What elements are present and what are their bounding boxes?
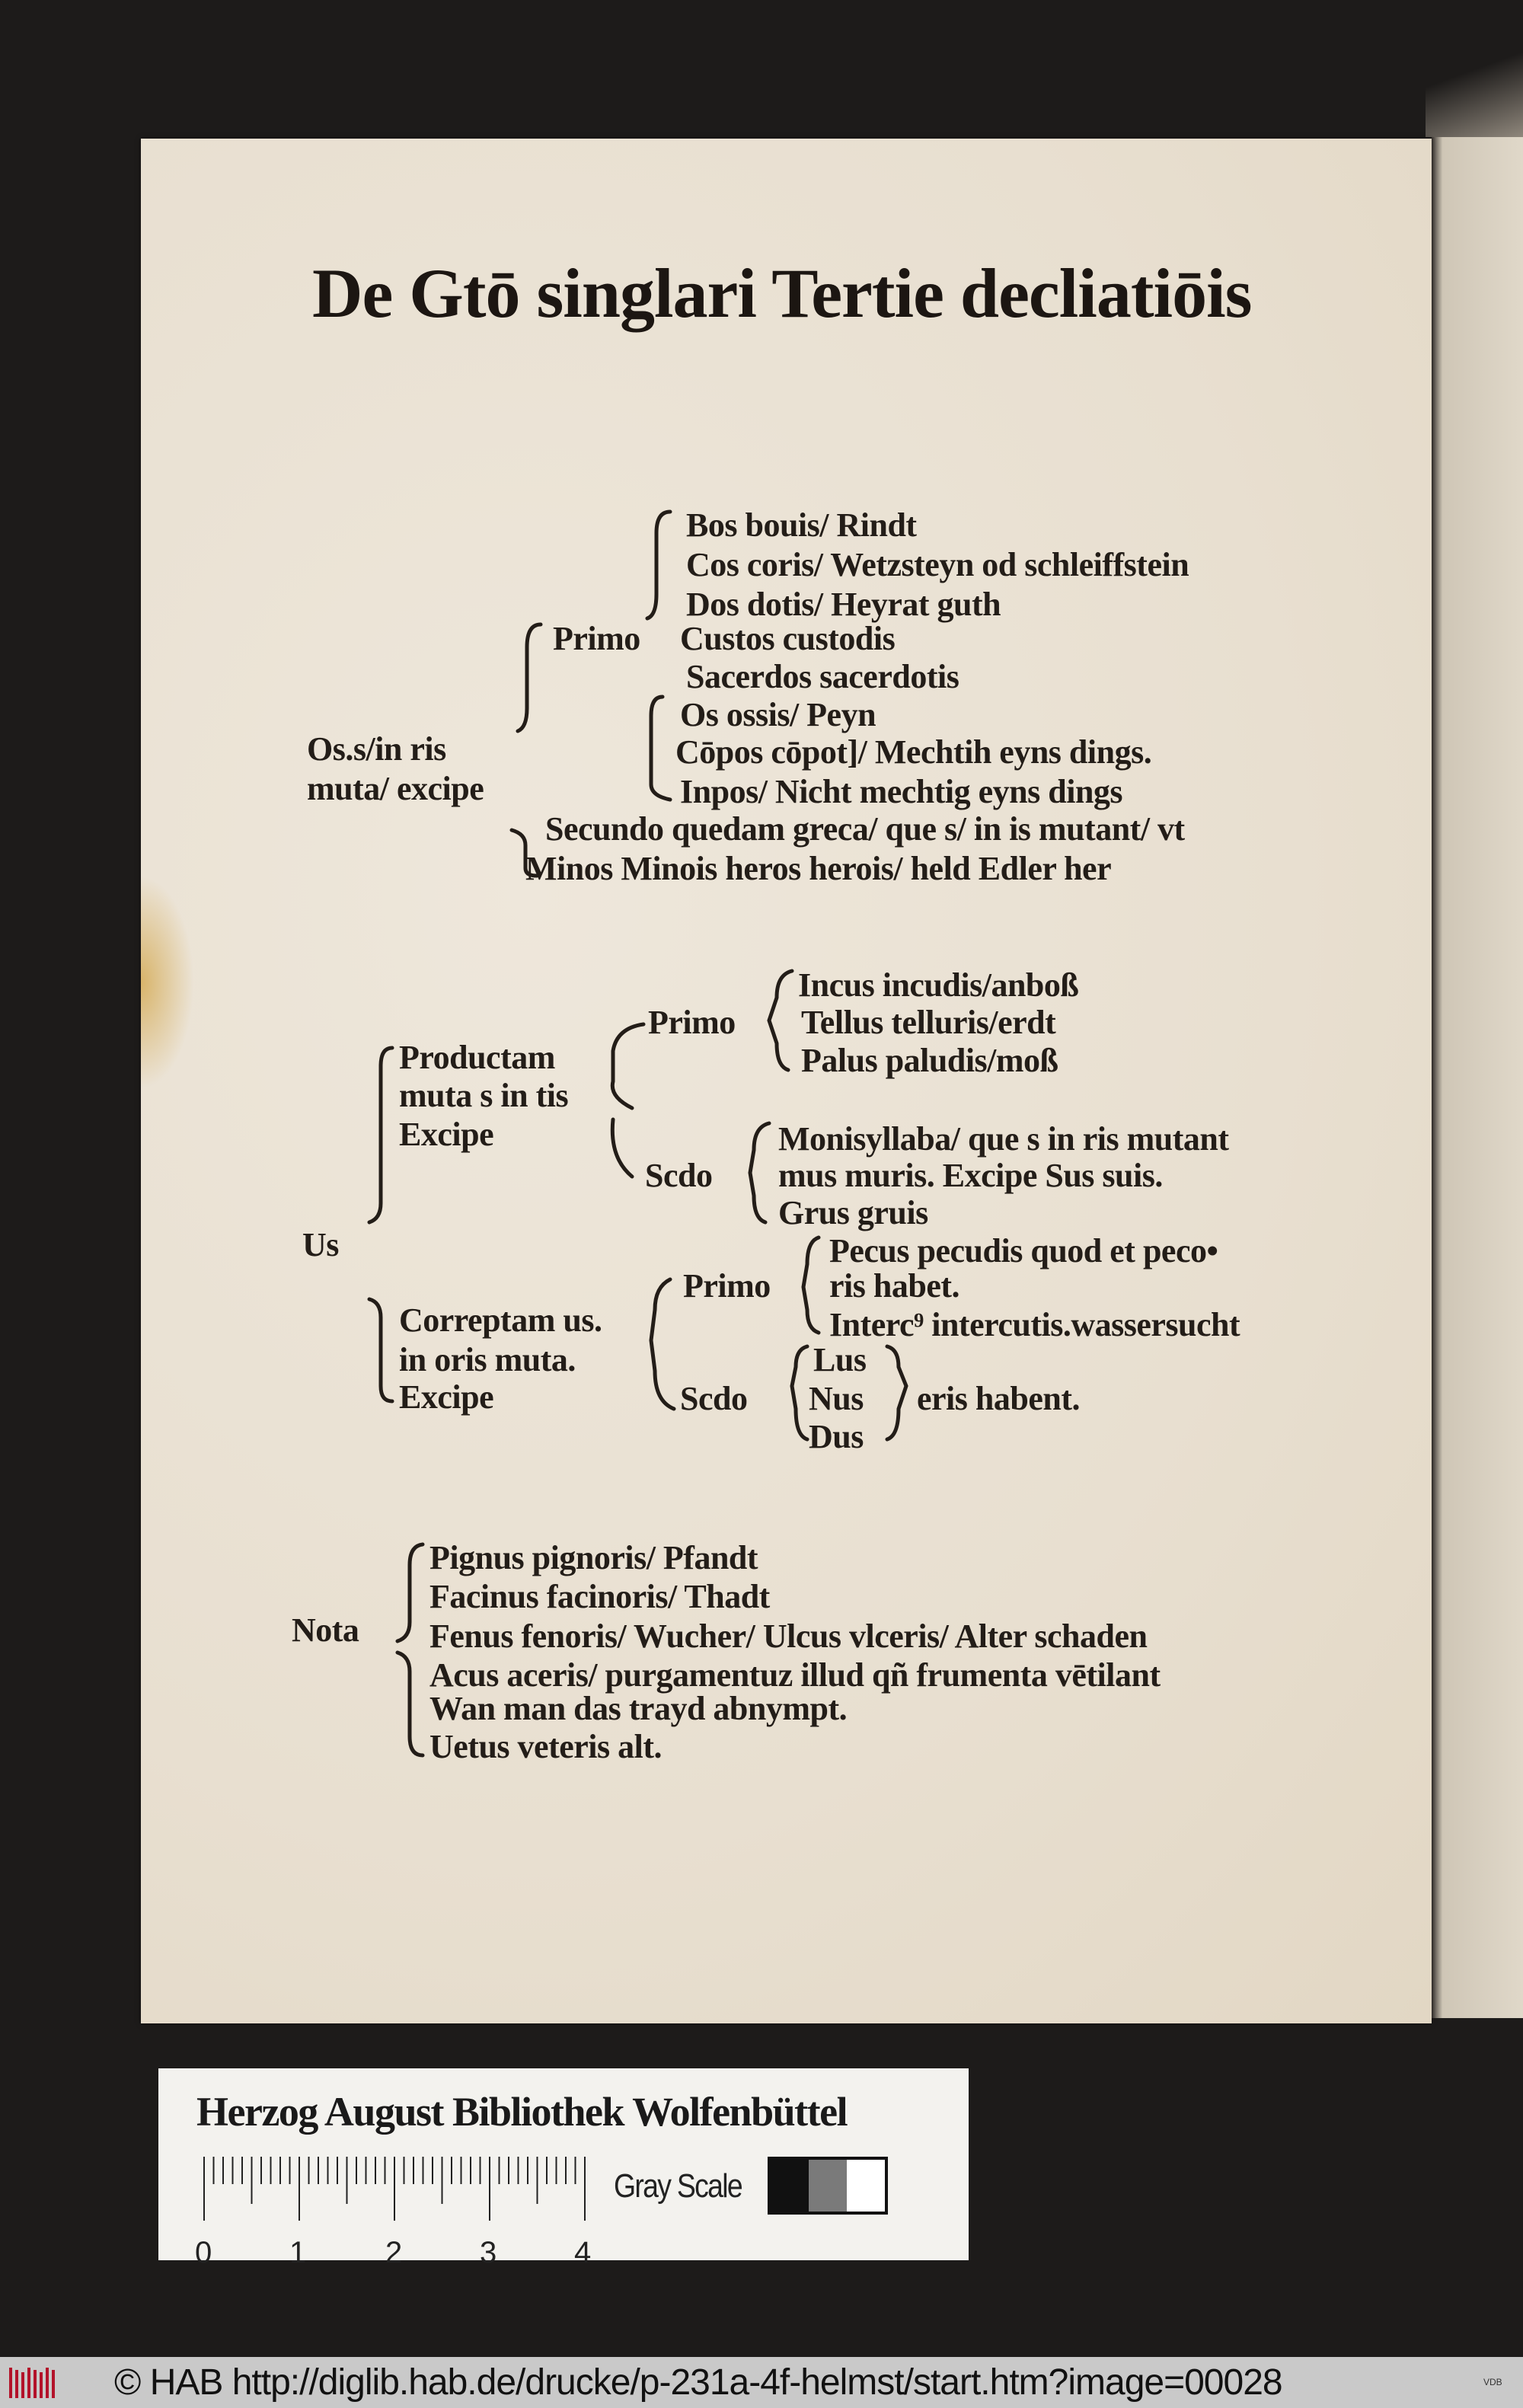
page-title: De Gtō singlari Tertie decliatiōis: [312, 254, 1252, 332]
logo-stripe: [34, 2370, 37, 2398]
text-line: Fenus fenoris/ Wucher/ Ulcus vlceris/ Al…: [429, 1618, 1148, 1655]
section1-label: Os.s/in ris: [307, 730, 446, 768]
primo-label: Primo: [683, 1267, 771, 1305]
paper-stain: [141, 876, 194, 1089]
nota-label: Nota: [292, 1611, 359, 1649]
primo-label: Primo: [648, 1004, 736, 1041]
correpta-line: in oris muta.: [399, 1341, 576, 1378]
ruler-number: 2: [385, 2236, 403, 2269]
ruler-number: 3: [480, 2236, 497, 2269]
text-line: ris habet.: [829, 1267, 960, 1305]
primo-label: Primo: [553, 620, 640, 657]
logo-stripe: [52, 2370, 55, 2398]
text-line: Secundo quedam greca/ que s/ in is mutan…: [545, 810, 1185, 848]
text-line: Lus: [813, 1341, 867, 1378]
text-line: Grus gruis: [778, 1194, 928, 1231]
scdo-label: Scdo: [645, 1157, 713, 1194]
producta-line: Productam: [399, 1039, 555, 1076]
producta-line: muta s in tis: [399, 1077, 569, 1114]
library-label-card: Herzog August Bibliothek Wolfenbüttel 0 …: [158, 2068, 969, 2269]
section1-label: muta/ excipe: [307, 770, 484, 807]
grayscale-swatch: [768, 2157, 888, 2215]
text-line: Monisyllaba/ que s in ris mutant: [778, 1120, 1229, 1158]
text-line: Os ossis/ Peyn: [680, 696, 876, 733]
text-line: Wan man das trayd abnympt.: [429, 1690, 848, 1727]
scdo-label: Scdo: [680, 1380, 748, 1417]
text-line: Pignus pignoris/ Pfandt: [429, 1539, 758, 1576]
us-label: Us: [302, 1226, 339, 1263]
text-line: Minos Minois heros herois/ held Edler he…: [525, 850, 1112, 887]
text-line: Incus incudis/anboß: [798, 966, 1079, 1004]
text-line: Uetus veteris alt.: [429, 1728, 663, 1765]
text-line: mus muris. Excipe Sus suis.: [778, 1157, 1163, 1194]
text-line: Custos custodis: [680, 620, 896, 657]
text-line: Sacerdos sacerdotis: [686, 658, 959, 695]
background-corner: [1426, 30, 1523, 137]
library-name: Herzog August Bibliothek Wolfenbüttel: [196, 2089, 848, 2135]
text-line: Interc⁹ intercutis.wassersucht: [829, 1306, 1240, 1343]
swatch-white: [847, 2160, 885, 2212]
logo-stripe: [27, 2368, 30, 2398]
footer-code: VDB: [1483, 2377, 1502, 2387]
footer-bar: © HAB http://diglib.hab.de/drucke/p-231a…: [0, 2357, 1523, 2408]
text-line: Nus: [809, 1380, 864, 1417]
ruler-scale: [203, 2157, 586, 2221]
logo-stripe: [40, 2372, 43, 2398]
text-line: Palus paludis/moß: [801, 1042, 1058, 1079]
hab-logo-icon: [9, 2368, 55, 2398]
text-line: Tellus telluris/erdt: [801, 1004, 1056, 1041]
producta-line: Excipe: [399, 1116, 494, 1153]
text-line: Pecus pecudis quod et peco•: [829, 1232, 1218, 1269]
text-line: Cos coris/ Wetzsteyn od schleiffstein: [686, 546, 1189, 583]
text-line: Dus: [809, 1418, 864, 1455]
logo-stripe: [21, 2372, 24, 2398]
logo-stripe: [9, 2368, 12, 2398]
text-line: eris habent.: [917, 1380, 1081, 1417]
logo-stripe: [15, 2370, 18, 2398]
ruler-number: 1: [289, 2236, 307, 2269]
text-line: Dos dotis/ Heyrat guth: [686, 586, 1001, 623]
correpta-line: Excipe: [399, 1378, 494, 1416]
ruler-number: 0: [195, 2236, 212, 2269]
swatch-gray: [809, 2160, 847, 2212]
text-line: Acus aceris/ purgamentuz illud qñ frumen…: [429, 1656, 1161, 1694]
text-line: Cōpos cōpot]/ Mechtih eyns dings.: [675, 733, 1152, 771]
ruler-number: 4: [574, 2236, 592, 2269]
correpta-line: Correptam us.: [399, 1301, 602, 1339]
swatch-black: [771, 2160, 809, 2212]
text-line: Bos bouis/ Rindt: [686, 506, 917, 544]
next-page-edge: [1432, 137, 1523, 2018]
logo-stripe: [46, 2368, 49, 2398]
book-page: [141, 139, 1432, 2023]
text-line: Facinus facinoris/ Thadt: [429, 1578, 770, 1615]
text-line: Inpos/ Nicht mechtig eyns dings: [680, 773, 1123, 810]
grayscale-label: Gray Scale: [614, 2167, 743, 2205]
footer-url[interactable]: © HAB http://diglib.hab.de/drucke/p-231a…: [114, 2362, 1283, 2403]
